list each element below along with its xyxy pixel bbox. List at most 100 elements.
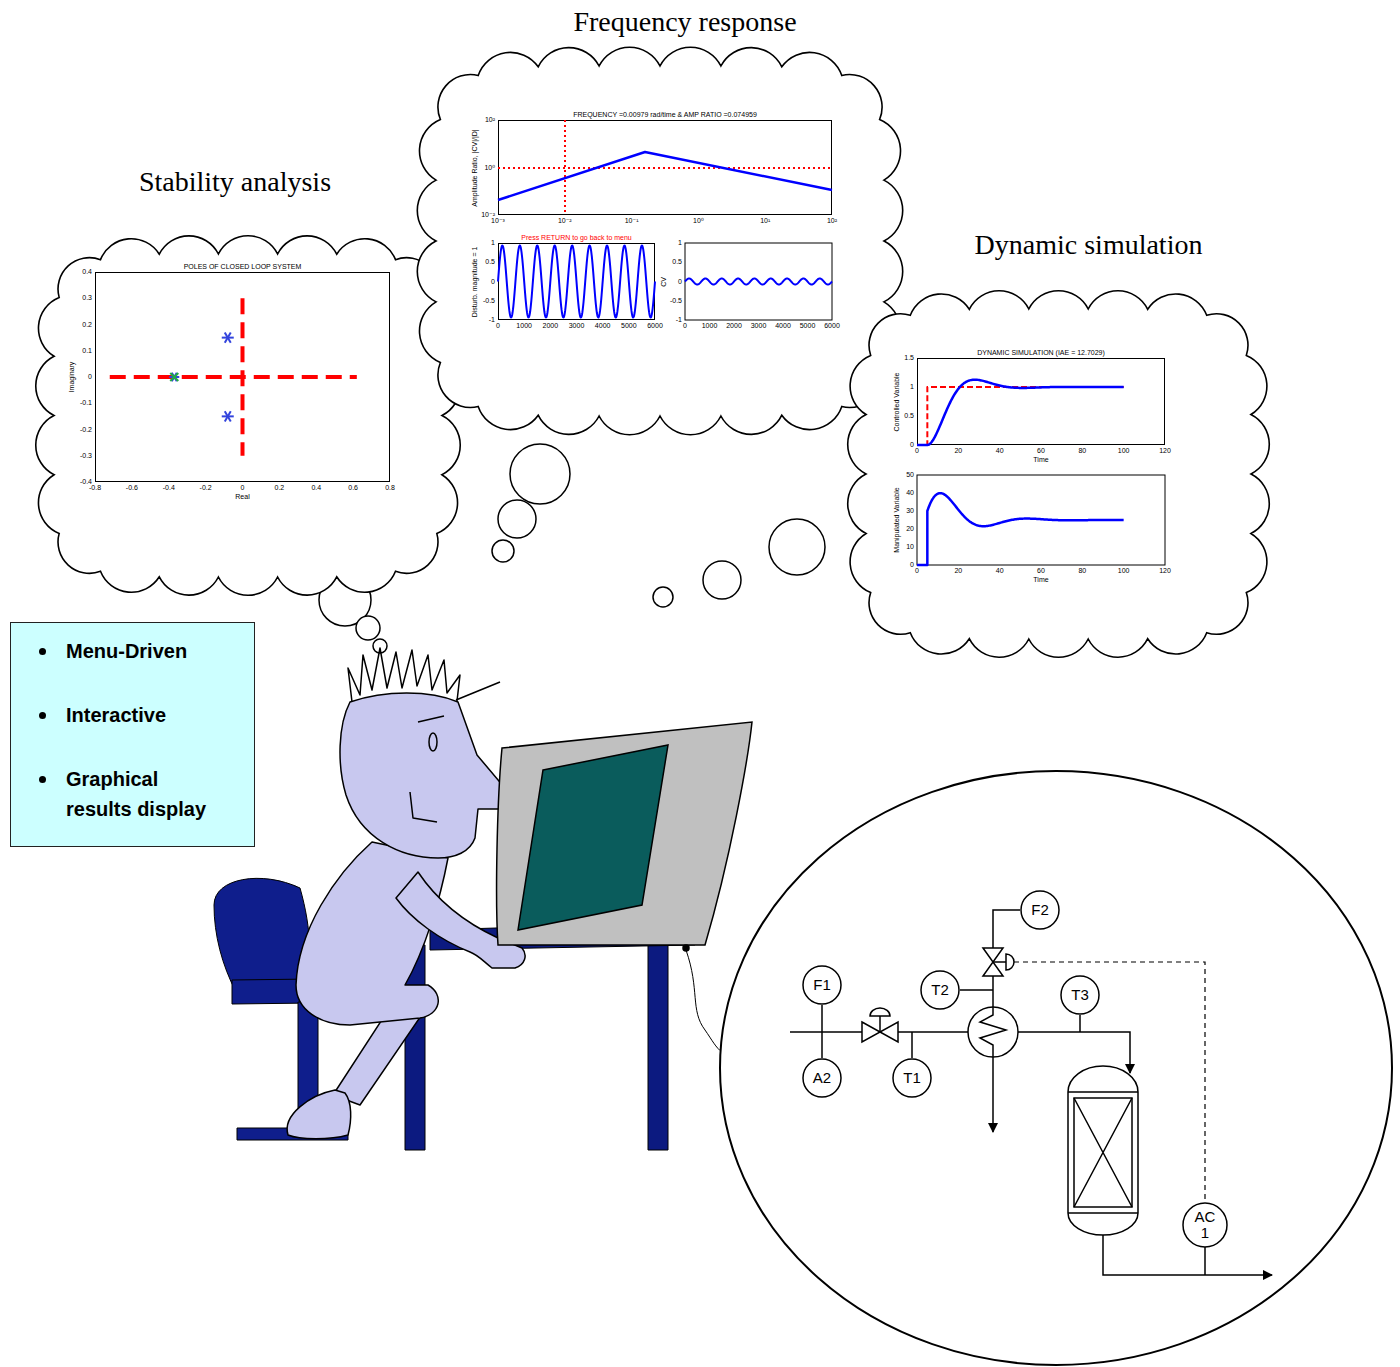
heading-holder: Frequency response bbox=[573, 6, 796, 38]
label-holder: 5000 bbox=[621, 322, 637, 330]
axis-label: 0 bbox=[678, 278, 682, 286]
label-holder: 80 bbox=[1078, 447, 1086, 455]
bullet-item: Interactive bbox=[11, 700, 246, 730]
disturbance-wave bbox=[498, 246, 655, 318]
reference-line bbox=[564, 120, 566, 215]
axis-label: CV bbox=[660, 277, 668, 287]
thought-bubble bbox=[510, 444, 570, 504]
process-flowsheet bbox=[1068, 1066, 1138, 1235]
pole-marker bbox=[170, 373, 178, 381]
instrument-tag: F2 bbox=[1031, 902, 1049, 918]
axis-label: 50 bbox=[906, 471, 914, 479]
title-holder: Press RETURN to go back to menu bbox=[521, 234, 632, 242]
instrument-tag: F1 bbox=[813, 977, 831, 993]
axis-label: 0 bbox=[491, 278, 495, 286]
axis-dash bbox=[241, 298, 245, 456]
computer bbox=[686, 950, 722, 1052]
label-holder: 10⁻² bbox=[558, 217, 572, 225]
reference-line bbox=[498, 167, 832, 169]
plot-frame bbox=[685, 243, 832, 320]
label-holder: 0.2 bbox=[275, 484, 285, 492]
thought-bubble bbox=[492, 540, 514, 562]
axis-label: 10² bbox=[485, 116, 495, 124]
bullet-dot bbox=[39, 776, 46, 783]
thought-bubble bbox=[703, 561, 741, 599]
axis-label: Disturb. magnitude = 1 bbox=[471, 246, 479, 317]
instrument-tag: AC 1 bbox=[1193, 1209, 1217, 1241]
label-holder: 0 bbox=[491, 278, 495, 286]
axis-label: Imaginary bbox=[68, 362, 76, 393]
axis-label: -0.5 bbox=[670, 297, 682, 305]
label-holder: 40 bbox=[996, 567, 1004, 575]
label-holder: 0 bbox=[241, 484, 245, 492]
label-holder: 10 bbox=[906, 543, 914, 551]
label-holder: -0.3 bbox=[80, 452, 92, 460]
label-holder: 0 bbox=[910, 441, 914, 449]
process-flowsheet bbox=[1204, 1247, 1206, 1275]
person bbox=[296, 842, 448, 1025]
label-holder: 40 bbox=[996, 447, 1004, 455]
response-curve bbox=[917, 380, 1124, 445]
label-holder: 4000 bbox=[595, 322, 611, 330]
axis-label: 0.3 bbox=[82, 294, 92, 302]
instrument-circle bbox=[803, 1059, 841, 1097]
axis-label: 0 bbox=[241, 484, 245, 492]
plot-title: POLES OF CLOSED LOOP SYSTEM bbox=[184, 263, 302, 271]
title-holder: POLES OF CLOSED LOOP SYSTEM bbox=[184, 263, 302, 271]
bullet-text: Menu-Driven bbox=[66, 636, 216, 666]
process-flowsheet bbox=[879, 1016, 881, 1032]
axis-label: 120 bbox=[1159, 567, 1171, 575]
person bbox=[287, 1090, 351, 1139]
pole-marker bbox=[225, 332, 231, 342]
label-holder: -0.4 bbox=[163, 484, 175, 492]
pole-marker bbox=[225, 411, 231, 421]
label-holder: 10² bbox=[485, 116, 495, 124]
label-holder: 120 bbox=[1159, 567, 1171, 575]
axis-dash bbox=[110, 375, 357, 379]
label-holder: 0.8 bbox=[385, 484, 395, 492]
axis-label: -0.3 bbox=[80, 452, 92, 460]
axis-label: 0.5 bbox=[672, 258, 682, 266]
process-flowsheet bbox=[870, 1008, 890, 1016]
axis-label: 0.2 bbox=[275, 484, 285, 492]
label-holder: 100 bbox=[1118, 567, 1130, 575]
thought-cloud: Frequency responseFREQUENCY =0.00979 rad… bbox=[410, 40, 910, 442]
person bbox=[287, 648, 525, 1139]
axis-label: 10⁰ bbox=[484, 164, 495, 172]
connector-line bbox=[821, 1005, 823, 1058]
instrument-tag: T1 bbox=[903, 1070, 921, 1086]
cloud-outline bbox=[28, 228, 468, 603]
axis-label: 0.2 bbox=[82, 321, 92, 329]
cloud-heading: Stability analysis bbox=[139, 166, 331, 198]
axis-label: 0 bbox=[915, 447, 919, 455]
pole-marker bbox=[225, 411, 231, 421]
axis-label: -0.2 bbox=[200, 484, 212, 492]
axis-label: 6000 bbox=[647, 322, 663, 330]
label-holder: -1 bbox=[676, 316, 682, 324]
label-holder: -0.5 bbox=[670, 297, 682, 305]
label-holder: 5000 bbox=[800, 322, 816, 330]
plot-title: Press RETURN to go back to menu bbox=[521, 234, 632, 242]
instrument-bubble: T3 bbox=[1060, 975, 1100, 1015]
instrument-circle bbox=[1021, 891, 1059, 929]
axis-label: 1 bbox=[678, 239, 682, 247]
axis-label: -0.1 bbox=[80, 399, 92, 407]
label-holder: 6000 bbox=[647, 322, 663, 330]
thought-bubble bbox=[498, 500, 536, 538]
instrument-bubble: T1 bbox=[892, 1058, 932, 1098]
axis-label: Amplitude Ratio, |CV|/|D| bbox=[471, 129, 479, 206]
label-holder: 80 bbox=[1078, 567, 1086, 575]
thought-cloud: Dynamic simulationDYNAMIC SIMULATION (IA… bbox=[840, 283, 1277, 665]
axis-label: 0 bbox=[910, 561, 914, 569]
label-holder: Amplitude Ratio, |CV|/|D| bbox=[471, 129, 479, 206]
axis-label: -1 bbox=[489, 316, 495, 324]
label-holder: 100 bbox=[1118, 447, 1130, 455]
axis-label: 80 bbox=[1078, 567, 1086, 575]
process-flowsheet bbox=[992, 1057, 994, 1132]
bullet-text: Interactive bbox=[66, 700, 216, 730]
plot-title: FREQUENCY =0.00979 rad/time & AMP RATIO … bbox=[573, 111, 757, 119]
desk bbox=[405, 922, 695, 1150]
instrument-circle bbox=[1061, 976, 1099, 1014]
